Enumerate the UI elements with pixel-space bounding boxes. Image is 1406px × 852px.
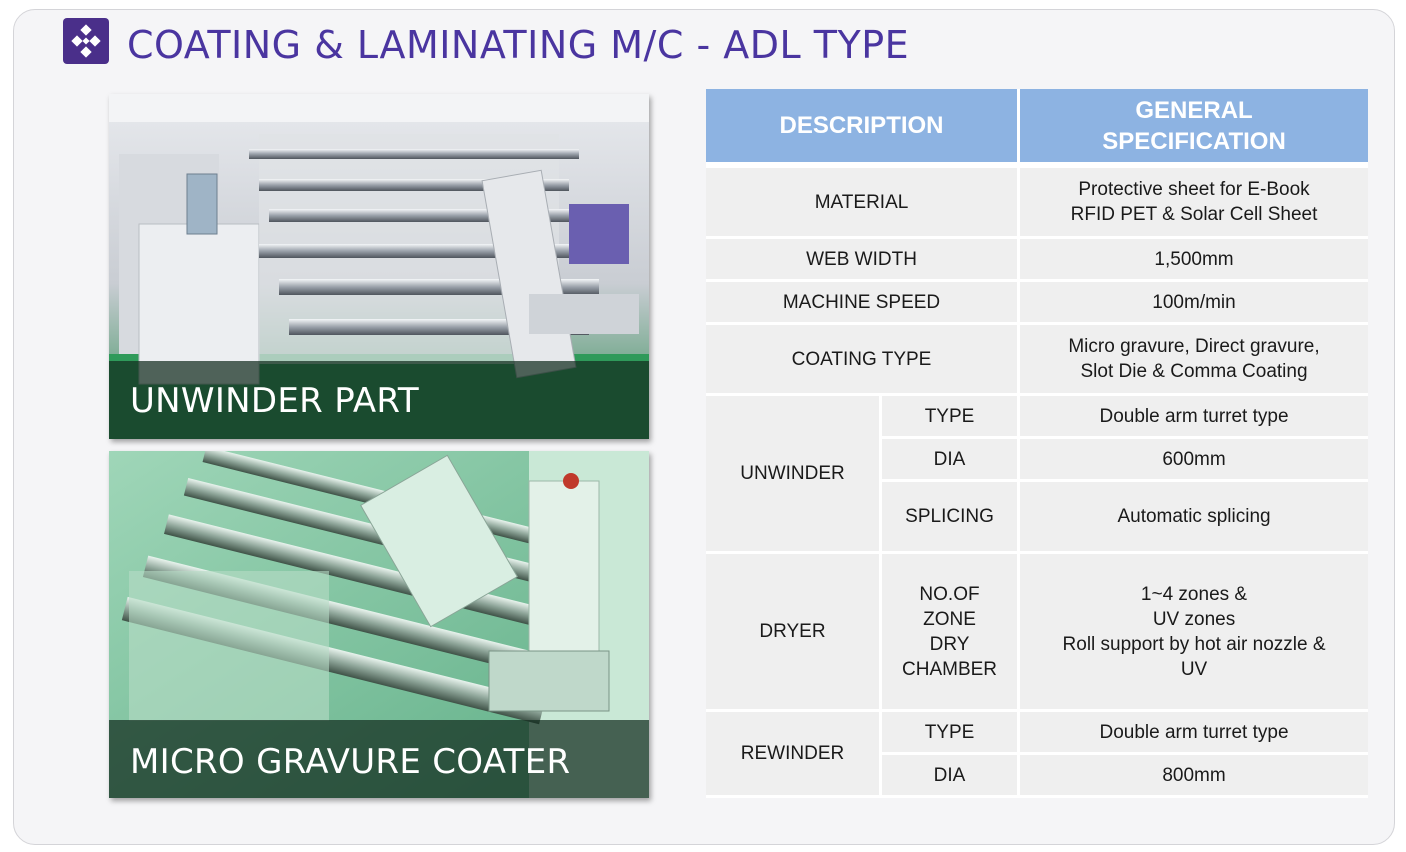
row-value: Protective sheet for E-Book RFID PET & S… xyxy=(1020,168,1369,239)
photo-caption: UNWINDER PART xyxy=(130,381,419,421)
page-title: COATING & LAMINATING M/C - ADL TYPE xyxy=(127,23,910,67)
sub-label: DIA xyxy=(882,439,1021,482)
row-label: WEB WIDTH xyxy=(706,239,1021,282)
group-label-dryer: DRYER xyxy=(706,554,882,712)
sub-label: TYPE xyxy=(882,396,1021,439)
table-row-rewinder-type: REWINDER TYPE Double arm turret type xyxy=(706,712,1369,798)
group-label-unwinder: UNWINDER xyxy=(706,396,882,554)
row-value: 1,500mm xyxy=(1020,239,1369,282)
sub-label: TYPE xyxy=(882,712,1021,755)
table-row-coating-type: COATING TYPE Micro gravure, Direct gravu… xyxy=(706,325,1369,396)
sub-label: NO.OF ZONE DRY CHAMBER xyxy=(882,554,1021,712)
sub-label: DIA xyxy=(882,755,1021,798)
row-label: MATERIAL xyxy=(706,168,1021,239)
row-value: 600mm xyxy=(1020,439,1369,482)
table-row-unwinder-splicing: SPLICING Automatic splicing xyxy=(706,482,1369,554)
photo-caption: MICRO GRAVURE COATER xyxy=(130,742,571,782)
row-value: 800mm xyxy=(1020,755,1369,798)
row-value: Micro gravure, Direct gravure, Slot Die … xyxy=(1020,325,1369,396)
row-label: MACHINE SPEED xyxy=(706,282,1021,325)
caption-bar: UNWINDER PART xyxy=(109,361,649,439)
table-row-machine-speed: MACHINE SPEED 100m/min xyxy=(706,282,1369,325)
group-label-rewinder: REWINDER xyxy=(706,712,882,798)
unwinder-photo: UNWINDER PART xyxy=(109,94,649,439)
table-row-rewinder-dia: DIA 800mm xyxy=(706,755,1369,798)
sub-label: SPLICING xyxy=(882,482,1021,554)
caption-bar: MICRO GRAVURE COATER xyxy=(109,720,649,798)
row-value: Automatic splicing xyxy=(1020,482,1369,554)
table-row-material: MATERIAL Protective sheet for E-Book RFI… xyxy=(706,168,1369,239)
row-value: Double arm turret type xyxy=(1020,712,1369,755)
diamond-dots-icon xyxy=(63,18,109,64)
header-description: DESCRIPTION xyxy=(706,89,1021,168)
table-header-row: DESCRIPTION GENERAL SPECIFICATION xyxy=(706,89,1369,168)
row-value: 1~4 zones & UV zones Roll support by hot… xyxy=(1020,554,1369,712)
row-value: 100m/min xyxy=(1020,282,1369,325)
table-row-dryer: DRYER NO.OF ZONE DRY CHAMBER 1~4 zones &… xyxy=(706,554,1369,712)
spec-table: DESCRIPTION GENERAL SPECIFICATION MATERI… xyxy=(706,89,1369,798)
header-general-specification: GENERAL SPECIFICATION xyxy=(1020,89,1369,168)
table-row-unwinder-dia: DIA 600mm xyxy=(706,439,1369,482)
row-value: Double arm turret type xyxy=(1020,396,1369,439)
table-row-unwinder-type: UNWINDER TYPE Double arm turret type xyxy=(706,396,1369,554)
micro-gravure-photo: MICRO GRAVURE COATER xyxy=(109,451,649,798)
row-label: COATING TYPE xyxy=(706,325,1021,396)
table-row-web-width: WEB WIDTH 1,500mm xyxy=(706,239,1369,282)
